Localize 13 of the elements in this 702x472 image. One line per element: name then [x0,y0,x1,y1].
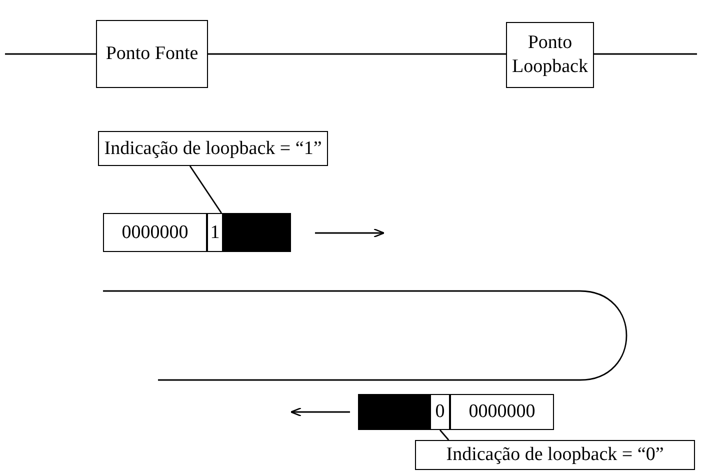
leader-line [439,430,450,440]
leader-line [189,166,222,214]
callout-box: Indicação de loopback = “0” [415,440,695,470]
filled-field [358,394,430,430]
frame-field: 0 [430,394,450,430]
callout-box: Indicação de loopback = “1” [98,131,328,166]
node-box: Ponto Fonte [96,20,208,88]
frame-field: 0000000 [103,213,207,252]
frame-field: 0000000 [450,394,554,430]
filled-field [223,213,291,252]
frame-field: 1 [207,213,223,252]
connector-line [208,53,506,55]
node-box: Ponto Loopback [506,22,594,88]
